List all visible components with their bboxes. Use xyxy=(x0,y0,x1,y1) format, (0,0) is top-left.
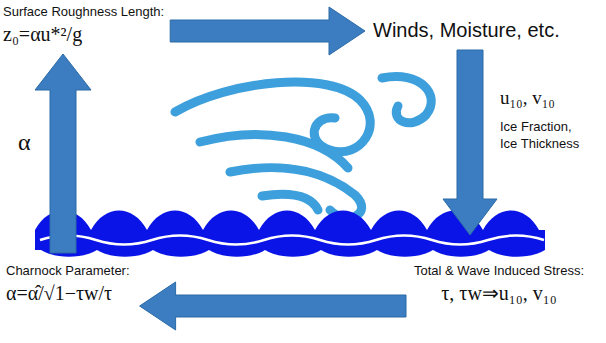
text-group: Charnock Parameter: α=α̂/√1−τw/τ xyxy=(6,263,130,305)
formula: α=α̂/√1−τw/τ xyxy=(6,281,130,305)
group-heading: Total & Wave Induced Stress: xyxy=(414,263,584,279)
annotation-text: Ice Fraction, Ice Thickness xyxy=(500,118,592,152)
block-arrow xyxy=(35,54,91,253)
block-arrow xyxy=(443,50,497,235)
node-text: Winds, Moisture, etc. xyxy=(373,18,560,42)
text-group: Surface Roughness Length: z₀=αu*²/g xyxy=(3,4,164,46)
block-arrow xyxy=(140,282,406,330)
text-group: Winds, Moisture, etc. xyxy=(373,18,560,42)
formula: z₀=αu*²/g xyxy=(3,22,164,46)
group-heading: Surface Roughness Length: xyxy=(3,4,164,20)
text-group: Total & Wave Induced Stress: τ, τw⇒u₁₀, v… xyxy=(414,263,584,305)
wave-foam-line xyxy=(40,236,544,245)
arrow-label: α xyxy=(18,128,31,156)
block-arrow xyxy=(170,7,365,55)
group-heading: Charnock Parameter: xyxy=(6,263,130,279)
arrow-label: u₁₀, v₁₀ xyxy=(500,86,555,109)
formula: τ, τw⇒u₁₀, v₁₀ xyxy=(414,281,584,305)
wind-swirl xyxy=(175,76,431,217)
